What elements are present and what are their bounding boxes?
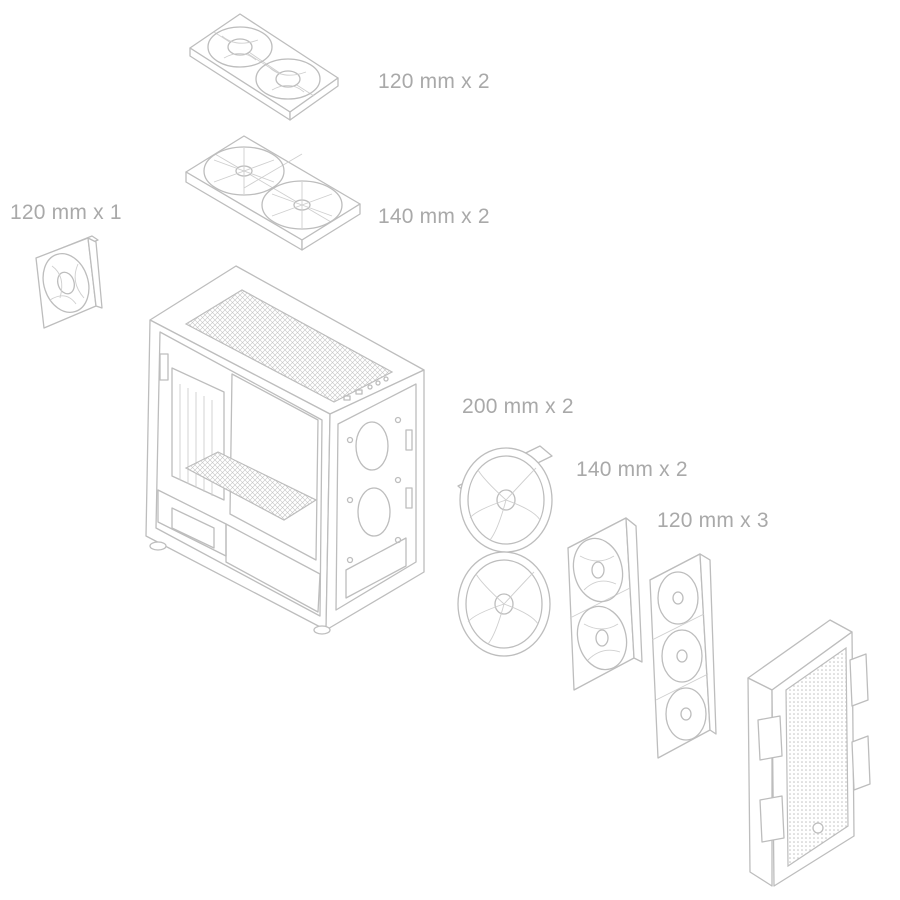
top-fan-pair-120mm (189, 13, 339, 121)
label-top-fans-140mm: 140 mm x 2 (378, 205, 490, 228)
front-panel (747, 619, 871, 887)
front-fans-120mm (649, 553, 717, 759)
top-fan-pair-140mm (185, 135, 361, 251)
label-top-fans-120mm: 120 mm x 2 (378, 70, 490, 93)
front-fans-140mm (567, 517, 643, 691)
front-fans-200mm (457, 445, 553, 657)
pc-case (145, 265, 425, 635)
label-rear-fan-120mm: 120 mm x 1 (10, 201, 122, 224)
label-front-fans-120mm: 120 mm x 3 (657, 509, 769, 532)
label-front-fans-140mm: 140 mm x 2 (576, 458, 688, 481)
rear-fan-120mm (35, 235, 103, 329)
label-front-fans-200mm: 200 mm x 2 (462, 395, 574, 418)
